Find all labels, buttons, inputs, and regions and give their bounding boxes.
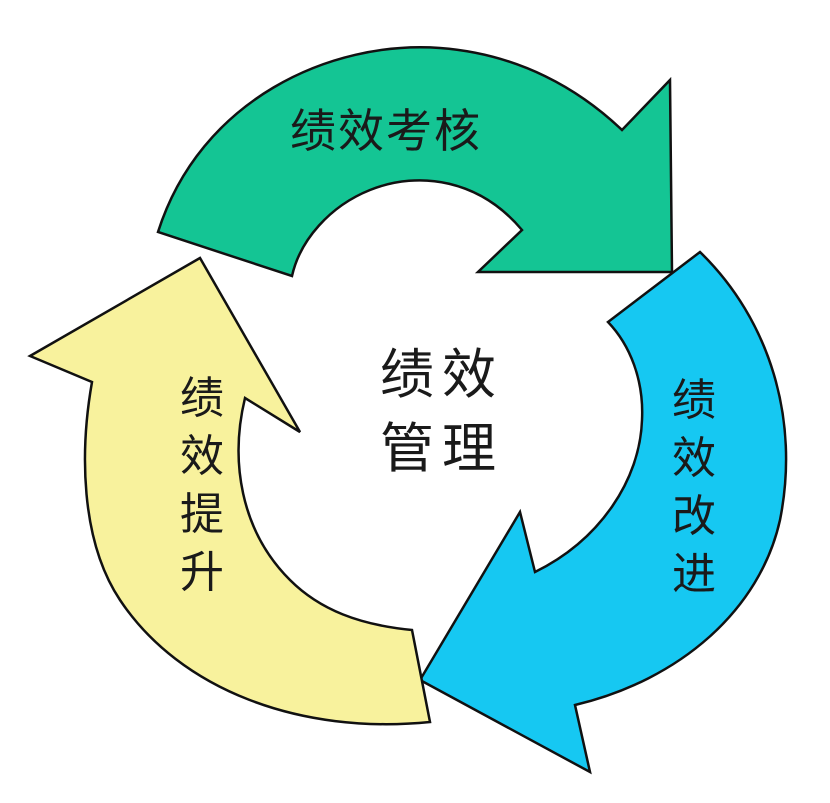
arrow-improvement <box>418 250 788 775</box>
arrow-enhancement <box>27 256 432 726</box>
label-assessment: 绩效考核 <box>290 104 482 158</box>
center-title: 绩效管理 <box>380 343 504 480</box>
label-enhancement: 绩效提升 <box>180 373 224 598</box>
label-improvement: 绩效改进 <box>672 375 716 600</box>
arrow-assessment <box>156 46 674 278</box>
